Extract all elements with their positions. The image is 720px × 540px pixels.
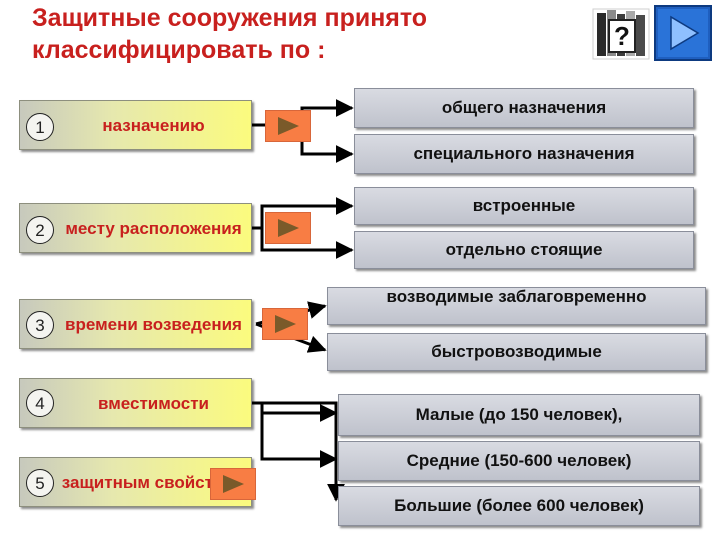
criterion-label: месту расположения bbox=[65, 218, 242, 238]
play-icon bbox=[278, 219, 299, 237]
result-built-in-advance: возводимые заблаговременно bbox=[327, 287, 706, 325]
svg-text:?: ? bbox=[614, 21, 630, 51]
result-standalone: отдельно стоящие bbox=[354, 231, 694, 269]
play-button-1[interactable] bbox=[265, 110, 311, 142]
help-books-icon[interactable]: ? bbox=[592, 5, 650, 61]
criterion-box-1: 1 назначению bbox=[19, 100, 252, 150]
criterion-number: 2 bbox=[26, 216, 54, 244]
result-general-purpose: общего назначения bbox=[354, 88, 694, 128]
result-small-capacity: Малые (до 150 человек), bbox=[338, 394, 700, 436]
next-slide-arrow-icon[interactable] bbox=[654, 5, 712, 61]
play-icon bbox=[278, 117, 299, 135]
criterion-box-2: 2 месту расположения bbox=[19, 203, 252, 253]
play-button-2[interactable] bbox=[265, 212, 311, 244]
result-large-capacity: Большие (более 600 человек) bbox=[338, 486, 700, 526]
criterion-label: защитным свойствам bbox=[61, 472, 246, 492]
criterion-label: времени возведения bbox=[65, 314, 242, 334]
criterion-box-4: 4 вместимости bbox=[19, 378, 252, 428]
criterion-number: 3 bbox=[26, 311, 54, 339]
play-icon bbox=[275, 315, 296, 333]
criterion-label: назначению bbox=[102, 115, 205, 135]
result-quick-built: быстровозводимые bbox=[327, 333, 706, 371]
criterion-box-3: 3 времени возведения bbox=[19, 299, 252, 349]
play-icon bbox=[223, 475, 244, 493]
criterion-label: вместимости bbox=[97, 393, 209, 413]
play-button-3[interactable] bbox=[262, 308, 308, 340]
play-button-5[interactable] bbox=[210, 468, 256, 500]
criterion-number: 1 bbox=[26, 113, 54, 141]
criterion-number: 4 bbox=[26, 389, 54, 417]
page-title: Защитные сооружения принято классифициро… bbox=[32, 4, 428, 64]
result-built-in: встроенные bbox=[354, 187, 694, 225]
criterion-number: 5 bbox=[26, 469, 54, 497]
result-special-purpose: специального назначения bbox=[354, 134, 694, 174]
result-medium-capacity: Средние (150-600 человек) bbox=[338, 441, 700, 481]
